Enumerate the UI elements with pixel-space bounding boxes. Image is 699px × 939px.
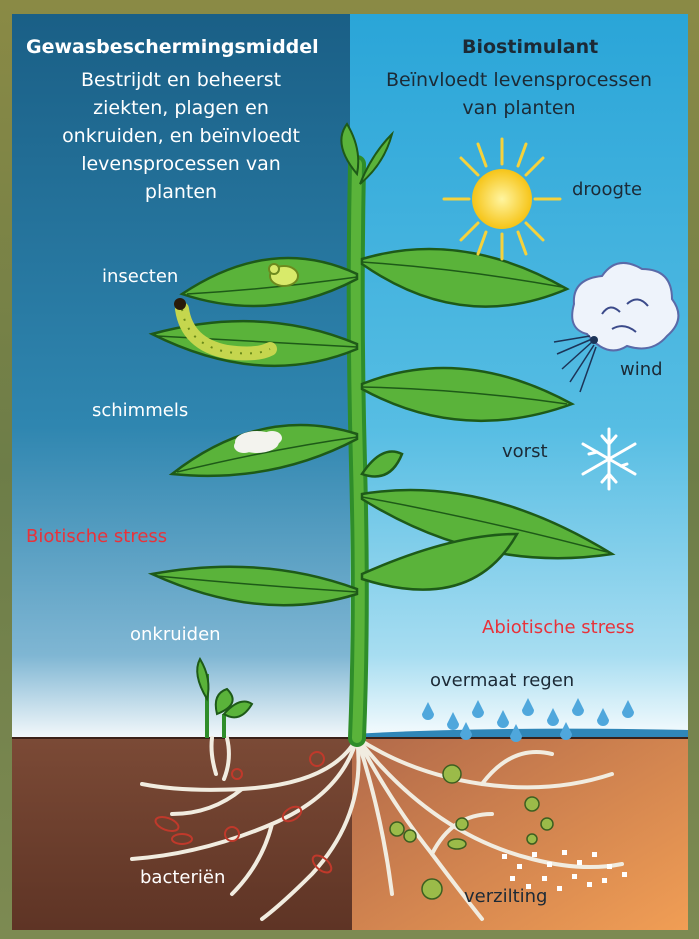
left-description-line: ziekten, plagen en: [12, 94, 350, 122]
label-bacteria: bacteriën: [140, 867, 225, 888]
label-excess-rain: overmaat regen: [430, 670, 574, 691]
plant-stem-highlight: [356, 164, 360, 738]
label-weeds: onkruiden: [130, 624, 221, 645]
left-description-line: planten: [12, 178, 350, 206]
label-abiotic-stress: Abiotische stress: [482, 617, 635, 638]
label-insects: insecten: [102, 266, 178, 287]
diagram-stage: Gewasbeschermingsmiddel Bestrijdt en beh…: [12, 14, 688, 930]
sun-icon: [444, 139, 560, 259]
right-description-line: Beïnvloedt levensprocessen: [350, 66, 688, 94]
left-description: Bestrijdt en beheerst ziekten, plagen en…: [12, 66, 350, 206]
left-description-line: levensprocessen van: [12, 150, 350, 178]
label-fungi: schimmels: [92, 400, 188, 421]
right-description-line: van planten: [350, 94, 688, 122]
label-drought: droogte: [572, 179, 642, 200]
label-biotic-stress: Biotische stress: [26, 526, 167, 547]
left-description-line: Bestrijdt en beheerst: [12, 66, 350, 94]
right-description: Beïnvloedt levensprocessen van planten: [350, 66, 688, 122]
left-description-line: onkruiden, en beïnvloedt: [12, 122, 350, 150]
left-title: Gewasbeschermingsmiddel: [26, 36, 319, 58]
label-frost: vorst: [502, 441, 548, 462]
right-title: Biostimulant: [462, 36, 598, 58]
label-wind: wind: [620, 359, 663, 380]
label-salinization: verzilting: [464, 886, 547, 907]
